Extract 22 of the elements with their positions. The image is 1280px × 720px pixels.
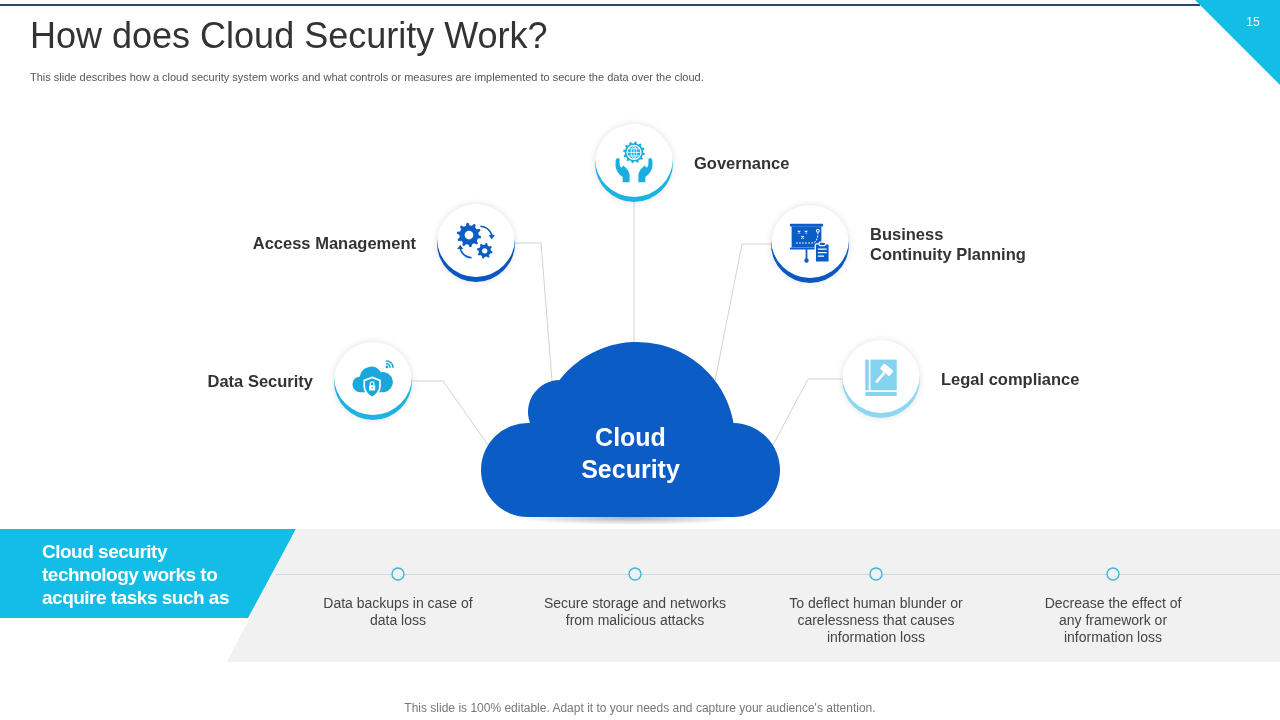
- banner-text: Cloud security technology works to acquire tasks such as: [42, 540, 230, 609]
- banner: [0, 529, 296, 618]
- topic-label: Governance: [694, 153, 790, 173]
- connector-line: [772, 378, 843, 446]
- connector-line: [714, 243, 772, 382]
- topic-label: Business Continuity Planning: [870, 224, 1027, 264]
- cloud-label: Cloud Security: [580, 422, 681, 485]
- cloud-shape: [481, 342, 780, 517]
- footer-note: This slide is 100% editable. Adapt it to your needs and capture your audience's attention.: [404, 701, 876, 715]
- topic-label: Data Security: [207, 371, 313, 391]
- task-text: Secure storage and networks from malicious attacks: [542, 595, 728, 629]
- topic-label: Access Management: [252, 233, 416, 253]
- info-strip: [227, 529, 1280, 662]
- task-text: Decrease the effect of any framework or information loss: [1043, 595, 1183, 646]
- connector-line: [514, 242, 553, 382]
- subtitle-text: This slide describes how a cloud security system works and what controls or measures are implemented to secure the data over the cloud.: [30, 70, 704, 84]
- task-text: Data backups in case of data loss: [322, 595, 474, 629]
- slide-title: How does Cloud Security Work?: [30, 14, 548, 58]
- page-number: 15: [1245, 15, 1261, 29]
- connector-line: [411, 380, 489, 446]
- topic-label: Legal compliance: [941, 369, 1080, 389]
- task-text: To deflect human blunder or carelessness that causes information loss: [788, 595, 964, 646]
